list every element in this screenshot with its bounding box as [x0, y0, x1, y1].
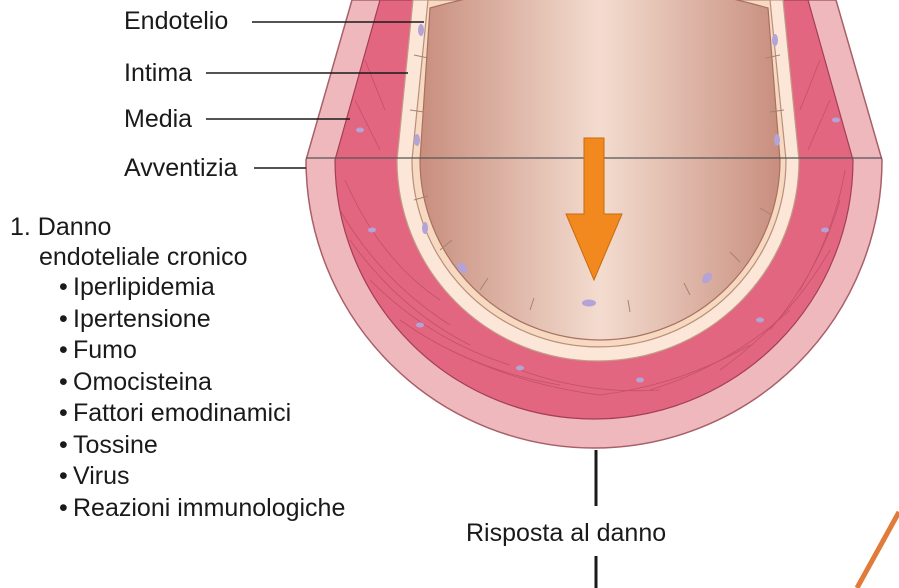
label-intima: Intima [124, 58, 192, 88]
damage-heading: 1. Danno [10, 212, 345, 242]
label-endotelio: Endotelio [124, 6, 228, 36]
list-item: •Reazioni immunologiche [59, 493, 345, 525]
list-item: •Fumo [59, 335, 345, 367]
list-item: •Tossine [59, 430, 345, 462]
damage-subheading: endoteliale cronico [10, 242, 345, 272]
list-item: •Iperlipidemia [59, 272, 345, 304]
damage-factors-block: 1. Danno endoteliale cronico •Iperlipide… [10, 212, 345, 524]
corner-decoration [857, 512, 899, 588]
label-media: Media [124, 104, 192, 134]
response-label: Risposta al danno [466, 518, 666, 548]
list-item: •Omocisteina [59, 367, 345, 399]
list-item: •Fattori emodinamici [59, 398, 345, 430]
label-avventizia: Avventizia [124, 153, 238, 183]
list-item: •Ipertensione [59, 304, 345, 336]
damage-factor-list: •Iperlipidemia •Ipertensione •Fumo •Omoc… [10, 272, 345, 524]
list-item: •Virus [59, 461, 345, 493]
